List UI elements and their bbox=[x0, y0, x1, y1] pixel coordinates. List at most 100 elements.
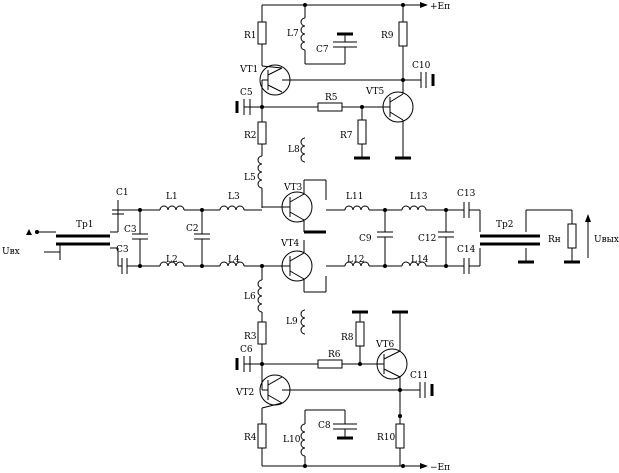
label-vt1: VT1 bbox=[239, 65, 258, 75]
label-uin: Uвх bbox=[2, 247, 20, 257]
capacitor-c2 bbox=[194, 208, 210, 268]
transformer-tp2 bbox=[479, 209, 572, 266]
capacitor-c5 bbox=[235, 99, 264, 115]
resistor-r3 bbox=[257, 321, 267, 364]
resistor-r5 bbox=[262, 102, 385, 112]
label-r7: R7 bbox=[340, 131, 353, 141]
inductor-l1 bbox=[140, 205, 202, 211]
label-c6: C6 bbox=[240, 345, 253, 355]
capacitor-c14 bbox=[446, 258, 480, 274]
capacitor-c3-series bbox=[117, 248, 140, 274]
label-r8: R8 bbox=[341, 333, 354, 343]
capacitor-c9 bbox=[377, 208, 393, 268]
capacitor-c6 bbox=[235, 356, 264, 372]
capacitor-c11 bbox=[398, 382, 434, 398]
transistor-vt6 bbox=[376, 310, 408, 416]
label-l5: L5 bbox=[244, 173, 256, 183]
label-c2: C2 bbox=[186, 224, 199, 234]
label-l3: L3 bbox=[228, 192, 240, 202]
resistor-rn-load bbox=[564, 210, 580, 264]
label-l2: L2 bbox=[166, 255, 178, 265]
label-c13: C13 bbox=[457, 189, 476, 199]
label-eplus: +Eп bbox=[430, 2, 450, 12]
label-vt5: VT5 bbox=[365, 87, 385, 97]
resistor-r4 bbox=[257, 408, 267, 466]
label-r1: R1 bbox=[244, 31, 257, 41]
label-tp2: Tp2 bbox=[496, 220, 514, 230]
inductor-l4 bbox=[202, 261, 264, 268]
label-vt3: VT3 bbox=[283, 183, 303, 193]
label-l14: L14 bbox=[411, 255, 429, 265]
inductor-l13 bbox=[385, 205, 446, 211]
label-r9: R9 bbox=[381, 31, 394, 41]
label-uout: Uвых bbox=[594, 235, 619, 245]
label-c12: C12 bbox=[418, 234, 436, 244]
label-vt4: VT4 bbox=[280, 239, 300, 249]
inductor-l12 bbox=[340, 261, 385, 267]
resistor-r1 bbox=[257, 5, 267, 66]
inductor-l6 bbox=[257, 266, 263, 322]
label-c5: C5 bbox=[240, 88, 253, 98]
label-c7: C7 bbox=[316, 45, 329, 55]
inductor-l2 bbox=[140, 261, 202, 267]
resistor-r6 bbox=[262, 359, 378, 369]
negative-supply-rail bbox=[262, 463, 428, 469]
label-r3: R3 bbox=[244, 332, 257, 342]
label-c10: C10 bbox=[412, 61, 431, 71]
capacitor-c12 bbox=[438, 208, 454, 268]
inductor-l14 bbox=[385, 261, 446, 267]
label-c9: C9 bbox=[359, 234, 372, 244]
capacitor-c10 bbox=[401, 72, 435, 88]
inductor-l3 bbox=[202, 205, 262, 211]
output-voltage-arrow bbox=[585, 214, 591, 258]
label-l12: L12 bbox=[347, 255, 364, 265]
inductor-l9 bbox=[300, 309, 306, 335]
transformer-tp1 bbox=[37, 231, 118, 260]
label-c11: C11 bbox=[410, 371, 428, 381]
inductor-l10 bbox=[300, 409, 345, 466]
label-vt2: VT2 bbox=[235, 388, 254, 398]
capacitor-c7 bbox=[333, 32, 357, 64]
label-c1: C1 bbox=[116, 188, 129, 198]
label-r4: R4 bbox=[244, 433, 257, 443]
label-l10: L10 bbox=[283, 435, 301, 445]
label-c14: C14 bbox=[457, 245, 476, 255]
label-r10: R10 bbox=[377, 433, 396, 443]
label-l9: L9 bbox=[286, 317, 298, 327]
capacitor-c13 bbox=[446, 202, 480, 218]
resistor-r2 bbox=[257, 107, 267, 156]
label-r6: R6 bbox=[328, 350, 341, 360]
resistor-r7 bbox=[354, 107, 370, 160]
inductor-l11 bbox=[326, 205, 385, 211]
label-l8: L8 bbox=[288, 145, 300, 155]
label-c3-shunt: C3 bbox=[124, 225, 137, 235]
transistor-vt4 bbox=[262, 240, 340, 293]
label-c3-series: C3 bbox=[116, 245, 129, 255]
capacitor-c3-shunt bbox=[132, 208, 148, 268]
transistor-vt3 bbox=[262, 179, 327, 234]
transistor-vt5 bbox=[382, 85, 414, 160]
label-tp1: Tp1 bbox=[76, 220, 94, 230]
label-rn: Rн bbox=[548, 235, 561, 245]
capacitor-c1 bbox=[112, 200, 140, 232]
label-r2: R2 bbox=[244, 131, 257, 141]
inductor-l7 bbox=[300, 5, 345, 65]
capacitor-c8 bbox=[333, 410, 357, 440]
label-l4: L4 bbox=[228, 255, 240, 265]
label-l6: L6 bbox=[244, 292, 256, 302]
label-l7: L7 bbox=[287, 29, 299, 39]
label-l11: L11 bbox=[346, 192, 363, 202]
transistor-vt1 bbox=[259, 64, 403, 107]
label-l1: L1 bbox=[166, 192, 178, 202]
resistor-r9 bbox=[398, 5, 408, 85]
resistor-r8 bbox=[352, 310, 368, 364]
label-l13: L13 bbox=[410, 192, 428, 202]
label-eminus: −Eп bbox=[430, 463, 450, 473]
inductor-l8 bbox=[300, 137, 306, 163]
label-c8: C8 bbox=[318, 421, 331, 431]
resistor-r10 bbox=[395, 414, 405, 466]
label-r5: R5 bbox=[325, 93, 338, 103]
inductor-l5 bbox=[257, 155, 263, 208]
